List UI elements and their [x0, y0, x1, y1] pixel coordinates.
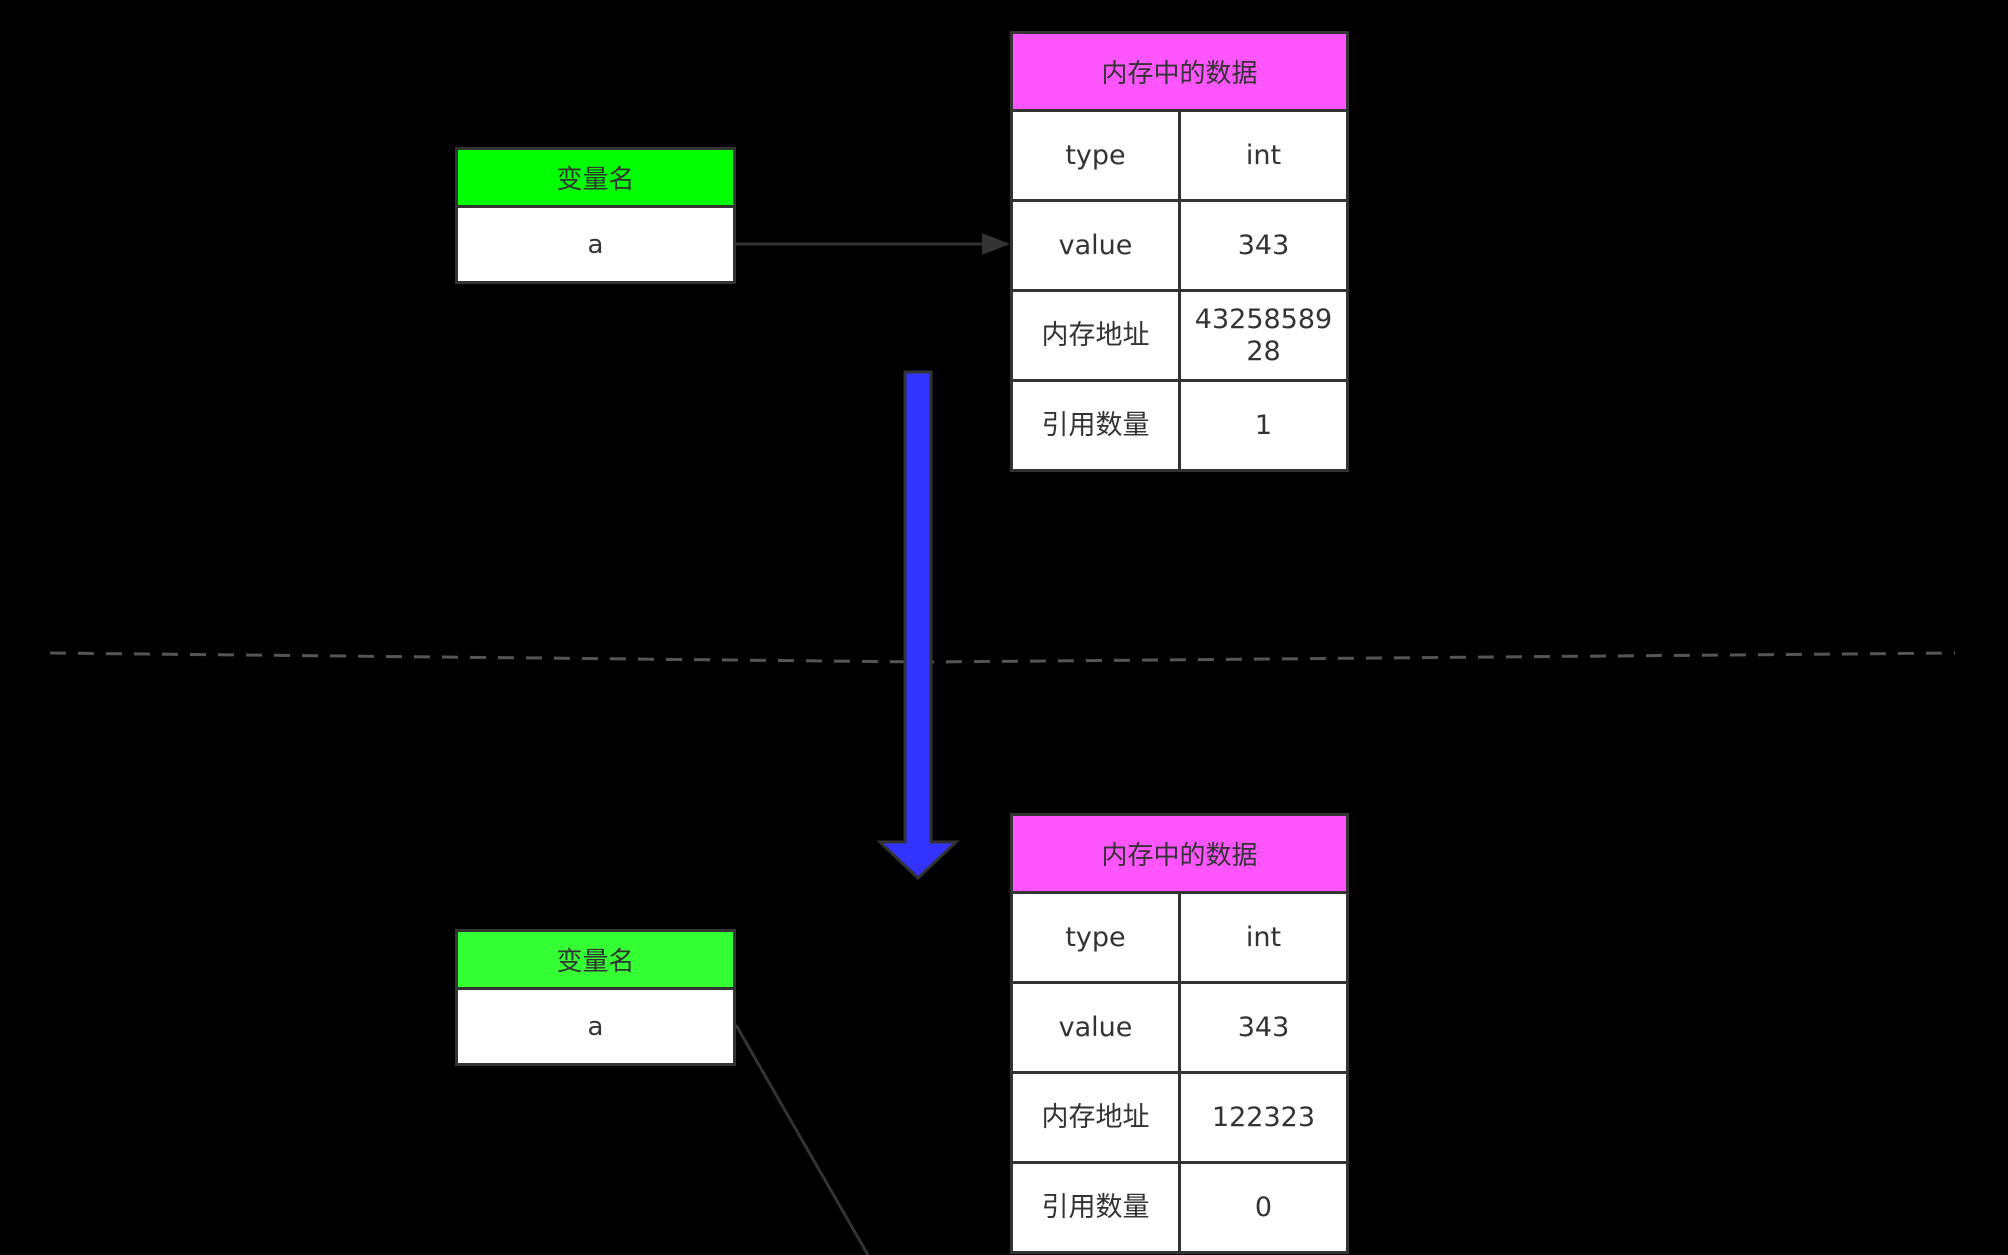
memory-value: 4325858928: [1194, 303, 1333, 367]
memory-row: value 343: [1013, 984, 1346, 1074]
memory-key: type: [1013, 112, 1181, 199]
memory-value: 122323: [1211, 1101, 1316, 1133]
memory-row: 内存地址 4325858928: [1013, 292, 1346, 382]
memory-row: type int: [1013, 894, 1346, 984]
variable-box-after: 变量名 a: [455, 929, 736, 1066]
pointer-arrowhead-top: [982, 233, 1010, 255]
memory-title-after: 内存中的数据: [1013, 816, 1346, 894]
variable-name-before: a: [458, 208, 733, 281]
memory-key: value: [1013, 984, 1181, 1071]
memory-row: 引用数量 1: [1013, 382, 1346, 469]
memory-key: 引用数量: [1013, 1164, 1181, 1251]
memory-row: 引用数量 0: [1013, 1164, 1346, 1251]
memory-key: 引用数量: [1013, 382, 1181, 469]
transition-arrow: [876, 370, 960, 881]
memory-value: 343: [1237, 229, 1290, 261]
variable-box-before: 变量名 a: [455, 147, 736, 284]
memory-title-before: 内存中的数据: [1013, 34, 1346, 112]
memory-table-before: 内存中的数据 type int value 343 内存地址 432585892…: [1010, 31, 1349, 472]
memory-value: 1: [1254, 409, 1273, 441]
memory-key: value: [1013, 202, 1181, 289]
memory-key: 内存地址: [1013, 1074, 1181, 1161]
memory-key: type: [1013, 894, 1181, 981]
divider-dashed-line: [49, 651, 1956, 664]
memory-value: 0: [1254, 1191, 1273, 1223]
variable-name-after: a: [458, 990, 733, 1063]
memory-value: 343: [1237, 1011, 1290, 1043]
memory-value: int: [1245, 921, 1282, 953]
memory-value: int: [1245, 139, 1282, 171]
pointer-line-bottom: [734, 1024, 870, 1255]
memory-row: type int: [1013, 112, 1346, 202]
memory-table-after: 内存中的数据 type int value 343 内存地址 122323 引用…: [1010, 813, 1349, 1254]
variable-header-after: 变量名: [458, 932, 733, 990]
variable-header-before: 变量名: [458, 150, 733, 208]
memory-row: 内存地址 122323: [1013, 1074, 1346, 1164]
memory-key: 内存地址: [1013, 292, 1181, 379]
memory-row: value 343: [1013, 202, 1346, 292]
